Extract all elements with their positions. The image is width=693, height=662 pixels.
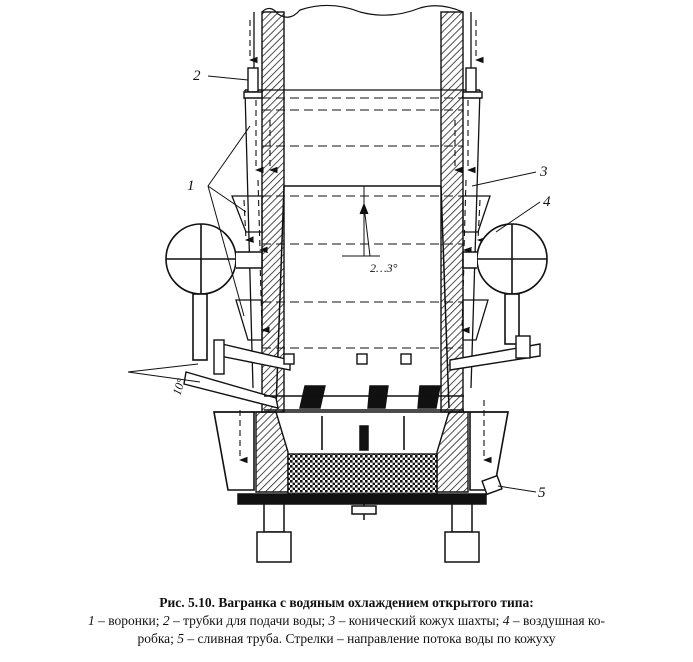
label-2: 2: [193, 68, 201, 84]
water-flow-arrows: [238, 20, 492, 464]
tilt-angle-label: 10°: [170, 376, 189, 396]
caption-num-2: 2: [162, 613, 170, 628]
label-3: 3: [539, 164, 548, 180]
caption-num-5: 5: [177, 631, 185, 646]
base-and-legs: [237, 425, 487, 563]
caption-title: Рис. 5.10. Вагранка с водяным охлаждение…: [159, 595, 534, 610]
figure-caption: Рис. 5.10. Вагранка с водяным охлаждение…: [0, 594, 693, 648]
caption-text-5: робка;: [137, 631, 178, 646]
caption-text-1: – воронки;: [94, 613, 163, 628]
caption-num-4: 4: [502, 613, 510, 628]
label-4: 4: [543, 194, 551, 210]
caption-text-4: – воздушная ко-: [509, 613, 606, 628]
leader-lines: [207, 75, 541, 493]
cone-angle-label: 2…3°: [370, 261, 398, 275]
caption-text-3: – конический кожух шахты;: [335, 613, 503, 628]
caption-text-2: – трубки для подачи воды;: [169, 613, 329, 628]
funnels: [231, 195, 491, 341]
caption-num-1: 1: [87, 613, 95, 628]
caption-line-1: 1 – воронки; 2 – трубки для подачи воды;…: [0, 612, 693, 630]
caption-num-3: 3: [328, 613, 336, 628]
label-1: 1: [187, 178, 195, 194]
label-5: 5: [538, 485, 546, 501]
caption-text-6: – сливная труба. Стрелки – направление п…: [184, 631, 556, 646]
air-boxes: [165, 223, 548, 361]
feed-tubes: [243, 67, 483, 99]
drain-pipe: [481, 474, 503, 496]
tuyere-pipes: [183, 335, 541, 409]
cone-angle-indicator: [342, 186, 380, 257]
tuyere-windows: [264, 353, 464, 411]
conical-casing: [275, 185, 450, 409]
hearth-lining: [255, 411, 469, 495]
cupola-furnace-diagram: 2 1 3 4 5 2…3° 10°: [127, 4, 551, 563]
tilt-angle-indicator: [127, 363, 201, 383]
dashed-levels: [262, 97, 463, 349]
caption-line-2: робка; 5 – сливная труба. Стрелки – напр…: [0, 630, 693, 648]
